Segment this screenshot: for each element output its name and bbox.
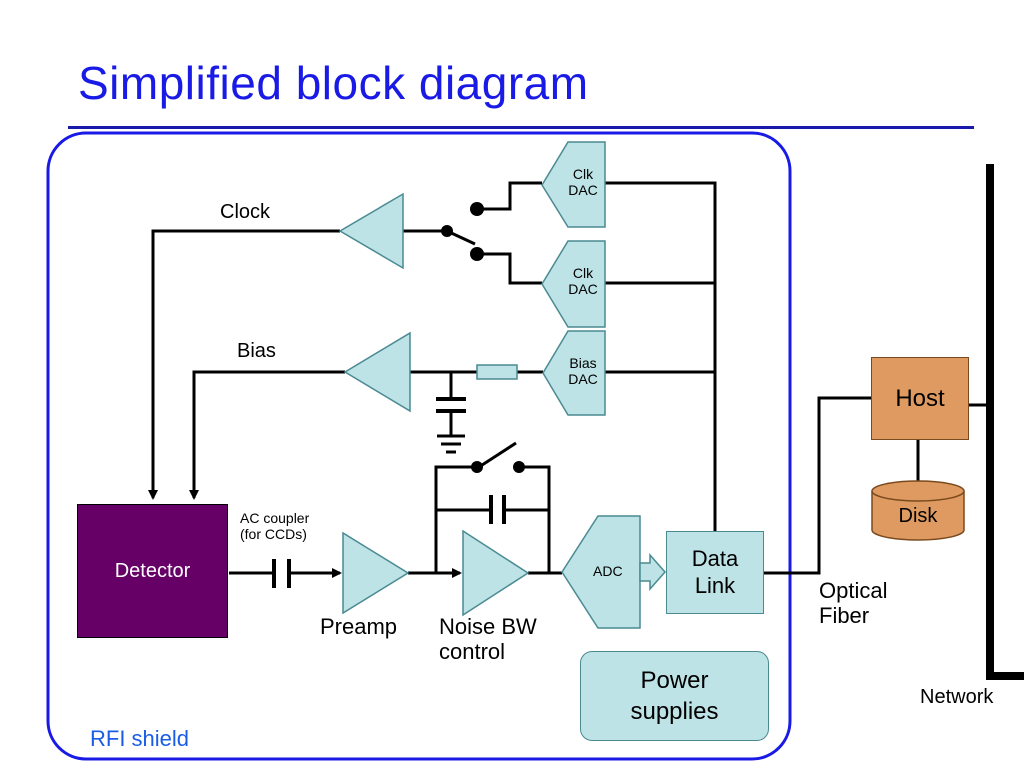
- dac-bus: [605, 181, 717, 531]
- clk-dac-2-line-2: DAC: [568, 281, 598, 298]
- ac-coupler-label: AC coupler (for CCDs): [240, 510, 309, 542]
- clk-dac-1-shape: [541, 141, 606, 228]
- optical-fiber-line: [764, 396, 871, 575]
- title-underline: [68, 126, 974, 129]
- network-backbone: [986, 164, 1024, 680]
- optical-fiber-line-2: Fiber: [819, 603, 870, 629]
- disk-cylinder: [871, 480, 965, 541]
- optical-fiber-label: Optical Fiber: [819, 578, 887, 629]
- clk-dac-2-line-1: Clk: [572, 265, 594, 281]
- slide-title: Simplified block diagram: [78, 57, 589, 109]
- bias-dac-line-2: DAC: [568, 371, 598, 388]
- feedback-left: [434, 465, 475, 573]
- detector-block: Detector: [77, 504, 228, 638]
- noise-bw-line-1: Noise BW: [439, 614, 537, 639]
- rfi-shield-outline: [46, 131, 792, 761]
- bias-resistor: [476, 364, 518, 380]
- clk-dac-1: Clk DAC: [561, 166, 605, 198]
- noise-bw-amplifier: [462, 529, 530, 617]
- clock-switch-contact-b: [470, 247, 484, 261]
- bias-dac-line-1: Bias: [569, 355, 597, 371]
- host-label: Host: [895, 384, 945, 412]
- detector-label: Detector: [114, 559, 191, 582]
- data-link-block: Data Link: [666, 531, 764, 614]
- power-supplies-line-1: Power: [640, 666, 709, 694]
- data-link-line-2: Link: [694, 572, 736, 598]
- feedback-switch-contact-b: [513, 461, 525, 473]
- clock-driver-amplifier: [338, 192, 404, 270]
- clock-switch-pivot: [441, 225, 453, 237]
- network-label: Network: [920, 686, 994, 708]
- clk-dac-2: Clk DAC: [561, 265, 605, 297]
- bias-label: Bias: [237, 340, 276, 362]
- feedback-switch-contact-a: [471, 461, 483, 473]
- clk-dac-2-shape: [541, 240, 606, 328]
- clk-dac-1-line-2: DAC: [568, 182, 598, 199]
- host-block: Host: [871, 357, 969, 440]
- bias-dac: Bias DAC: [561, 355, 605, 387]
- adc-to-datalink-arrow: [639, 553, 667, 591]
- power-supplies-block: Power supplies: [580, 651, 769, 741]
- noise-bw-label: Noise BW control: [439, 614, 537, 665]
- clock-switch-contact-a: [470, 202, 484, 216]
- rfi-shield-label: RFI shield: [90, 726, 190, 751]
- clk-dac-1-tie: [477, 181, 542, 211]
- preamp-label: Preamp: [320, 614, 398, 639]
- ac-coupler-line-1: AC coupler: [240, 510, 310, 526]
- bias-driver-amplifier: [343, 331, 411, 413]
- bias-dac-shape: [542, 330, 606, 416]
- disk-label: Disk: [898, 505, 938, 527]
- clk-dac-2-tie: [477, 252, 542, 285]
- clk-dac-1-line-1: Clk: [572, 166, 594, 182]
- ac-coupler-line-2: (for CCDs): [240, 526, 307, 543]
- bias-line: [189, 370, 345, 500]
- optical-fiber-line-1: Optical: [819, 578, 888, 603]
- noise-bw-line-2: control: [439, 639, 506, 665]
- clock-label: Clock: [220, 201, 271, 223]
- data-link-line-1: Data: [691, 546, 739, 572]
- preamp-amplifier: [342, 531, 410, 615]
- feedback-switch-blade: [478, 441, 517, 469]
- feedback-right: [521, 465, 551, 573]
- adc-shape: [561, 515, 641, 629]
- power-supplies-line-2: supplies: [630, 698, 719, 725]
- adc-label: ADC: [593, 563, 623, 579]
- clock-line: [148, 229, 340, 500]
